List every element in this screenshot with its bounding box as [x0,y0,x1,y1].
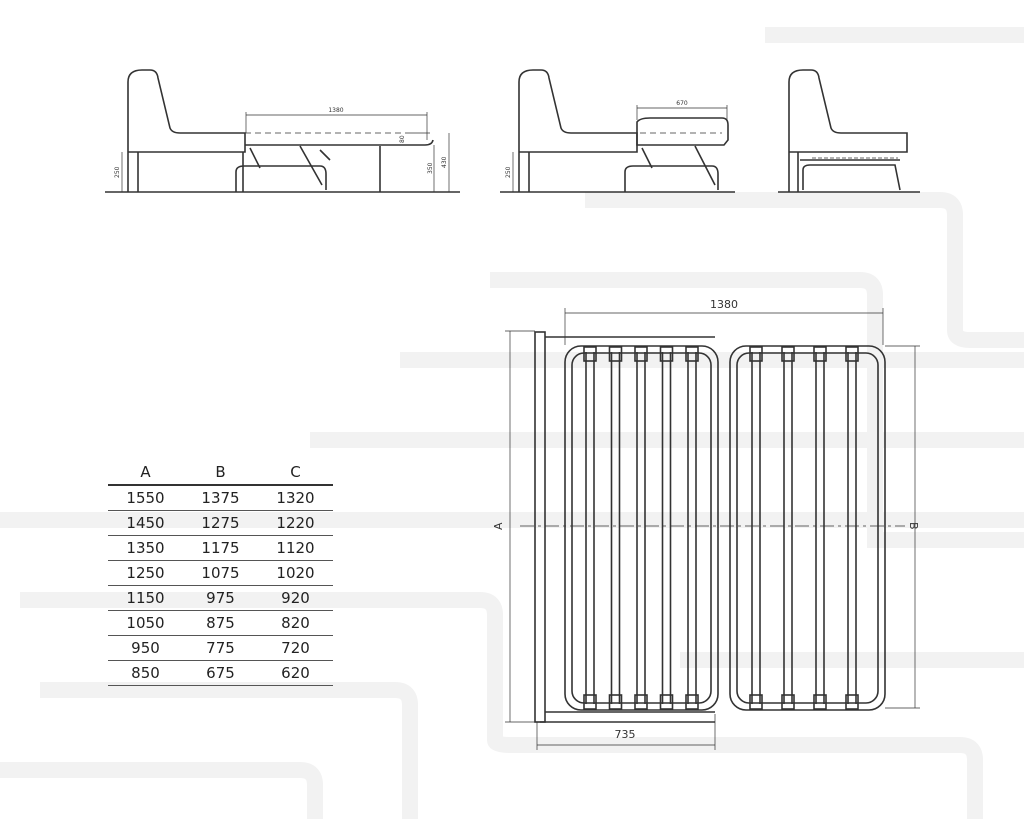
dim-total-height: 430 [441,156,448,168]
table-cell: 1250 [108,560,183,586]
table-cell: 1150 [108,585,183,611]
dim-mattress-height: 80 [399,135,406,143]
slat [583,346,597,710]
table-cell: 1350 [108,535,183,561]
header-c: C [258,460,333,486]
table-cell: 1020 [258,560,333,586]
table-cell: 850 [108,660,183,686]
slat [608,346,623,710]
slat [781,346,795,710]
dim-670: 670 [676,100,688,107]
side-view-unfolded: 1380 80 250 350 430 [105,69,460,193]
dim-735: 735 [615,728,636,741]
slat [845,346,859,710]
side-view-half-folded: 670 250 [500,69,735,193]
header-a: A [108,460,183,486]
dim-seat-height: 250 [114,166,121,178]
dim-1380-side: 1380 [328,107,343,114]
table-cell: 1075 [183,560,258,586]
table-cell: 1550 [108,485,183,511]
slats-group [583,346,859,710]
header-b: B [183,460,258,486]
table-cell: 1220 [258,510,333,536]
table-cell: 620 [258,660,333,686]
plan-view: 1380 735 A B [492,298,920,750]
dim-1380-plan: 1380 [710,298,738,311]
slat [749,346,763,710]
dim-frame-height: 350 [427,162,434,174]
table-cell: 1375 [183,485,258,511]
table-cell: 775 [183,635,258,661]
dim-seat-height-2: 250 [505,166,512,178]
slat [659,346,674,710]
table-cell: 1120 [258,535,333,561]
table-cell: 975 [183,585,258,611]
table-cell: 1050 [108,610,183,636]
table-cell: 1275 [183,510,258,536]
slat [685,346,699,710]
table-cell: 675 [183,660,258,686]
table-cell: 875 [183,610,258,636]
slat [634,346,648,710]
table-cell: 920 [258,585,333,611]
side-view-folded [778,69,920,193]
table-cell: 1175 [183,535,258,561]
table-cell: 720 [258,635,333,661]
size-table-header: A B C [108,460,333,486]
table-cell: 950 [108,635,183,661]
dim-a: A [492,522,505,530]
table-cell: 1450 [108,510,183,536]
dim-b: B [907,522,920,530]
slat [813,346,827,710]
table-cell: 820 [258,610,333,636]
table-cell: 1320 [258,485,333,511]
